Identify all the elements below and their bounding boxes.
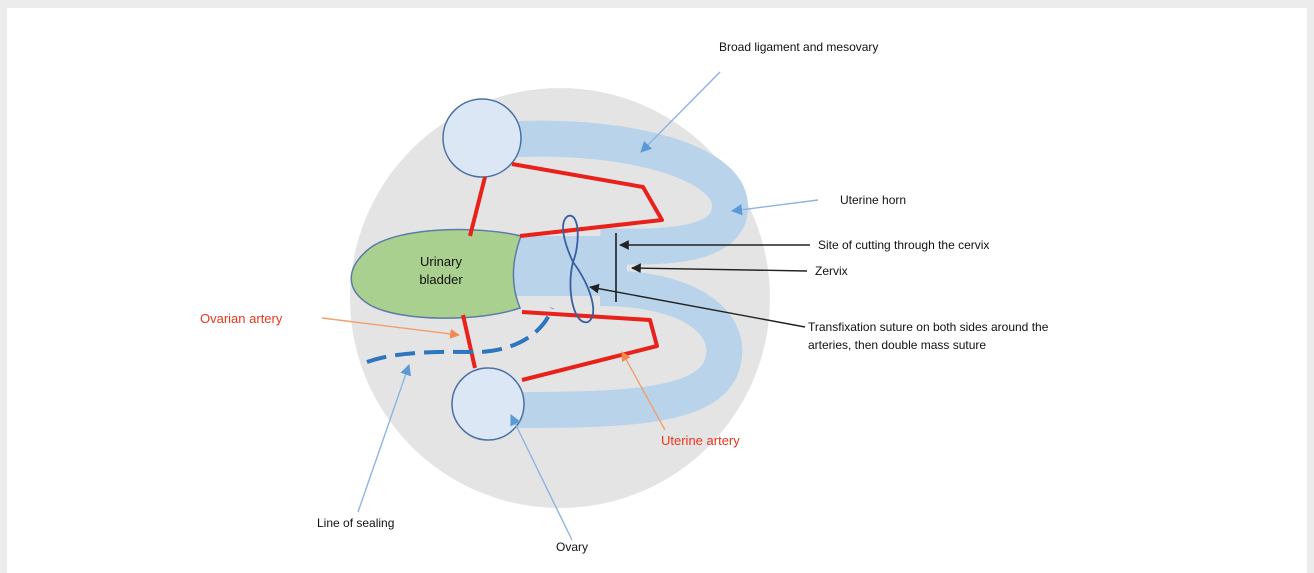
- label-transfixation-line2: arteries, then double mass suture: [808, 338, 986, 352]
- lower-uterine-horn: [499, 270, 743, 428]
- label-ovary: Ovary: [556, 540, 588, 554]
- label-site-of-cutting: Site of cutting through the cervix: [818, 238, 989, 252]
- lower-ovarian-artery: [461, 314, 477, 369]
- suture-upper-loop: [562, 215, 579, 265]
- lower-ovary: [451, 367, 525, 441]
- label-zervix: Zervix: [815, 264, 848, 278]
- pointer-uterine-horn: [730, 199, 819, 216]
- line-of-sealing: [366, 307, 554, 364]
- pointer-transfixation: [589, 283, 806, 328]
- arteries: [461, 162, 664, 382]
- pointer-zervix: [631, 263, 808, 274]
- upper-uterine-artery: [511, 162, 664, 238]
- lower-uterine-artery: [521, 310, 659, 382]
- urinary-bladder: [350, 228, 522, 319]
- label-ovarian-artery: Ovarian artery: [200, 311, 283, 326]
- pointer-ovarian-artery: [321, 317, 460, 339]
- label-line-of-sealing: Line of sealing: [317, 516, 394, 530]
- upper-ovary: [442, 98, 522, 178]
- pointer-uterine-artery: [621, 351, 666, 431]
- upper-ovarian-artery: [468, 176, 487, 237]
- pointer-line-of-sealing: [357, 363, 411, 513]
- label-uterine-artery: Uterine artery: [661, 433, 740, 448]
- pointer-broad-ligament: [640, 71, 721, 153]
- label-transfixation-line1: Transfixation suture on both sides aroun…: [808, 320, 1049, 334]
- transfixation-suture: [562, 215, 595, 323]
- label-uterine-horn: Uterine horn: [840, 193, 906, 207]
- suture-lower-loop: [569, 259, 595, 323]
- bladder-label-line1: Urinary: [420, 254, 462, 269]
- pointer-ovary: [510, 413, 573, 541]
- label-broad-ligament: Broad ligament and mesovary: [719, 40, 878, 54]
- bladder-label-line2: bladder: [419, 272, 463, 287]
